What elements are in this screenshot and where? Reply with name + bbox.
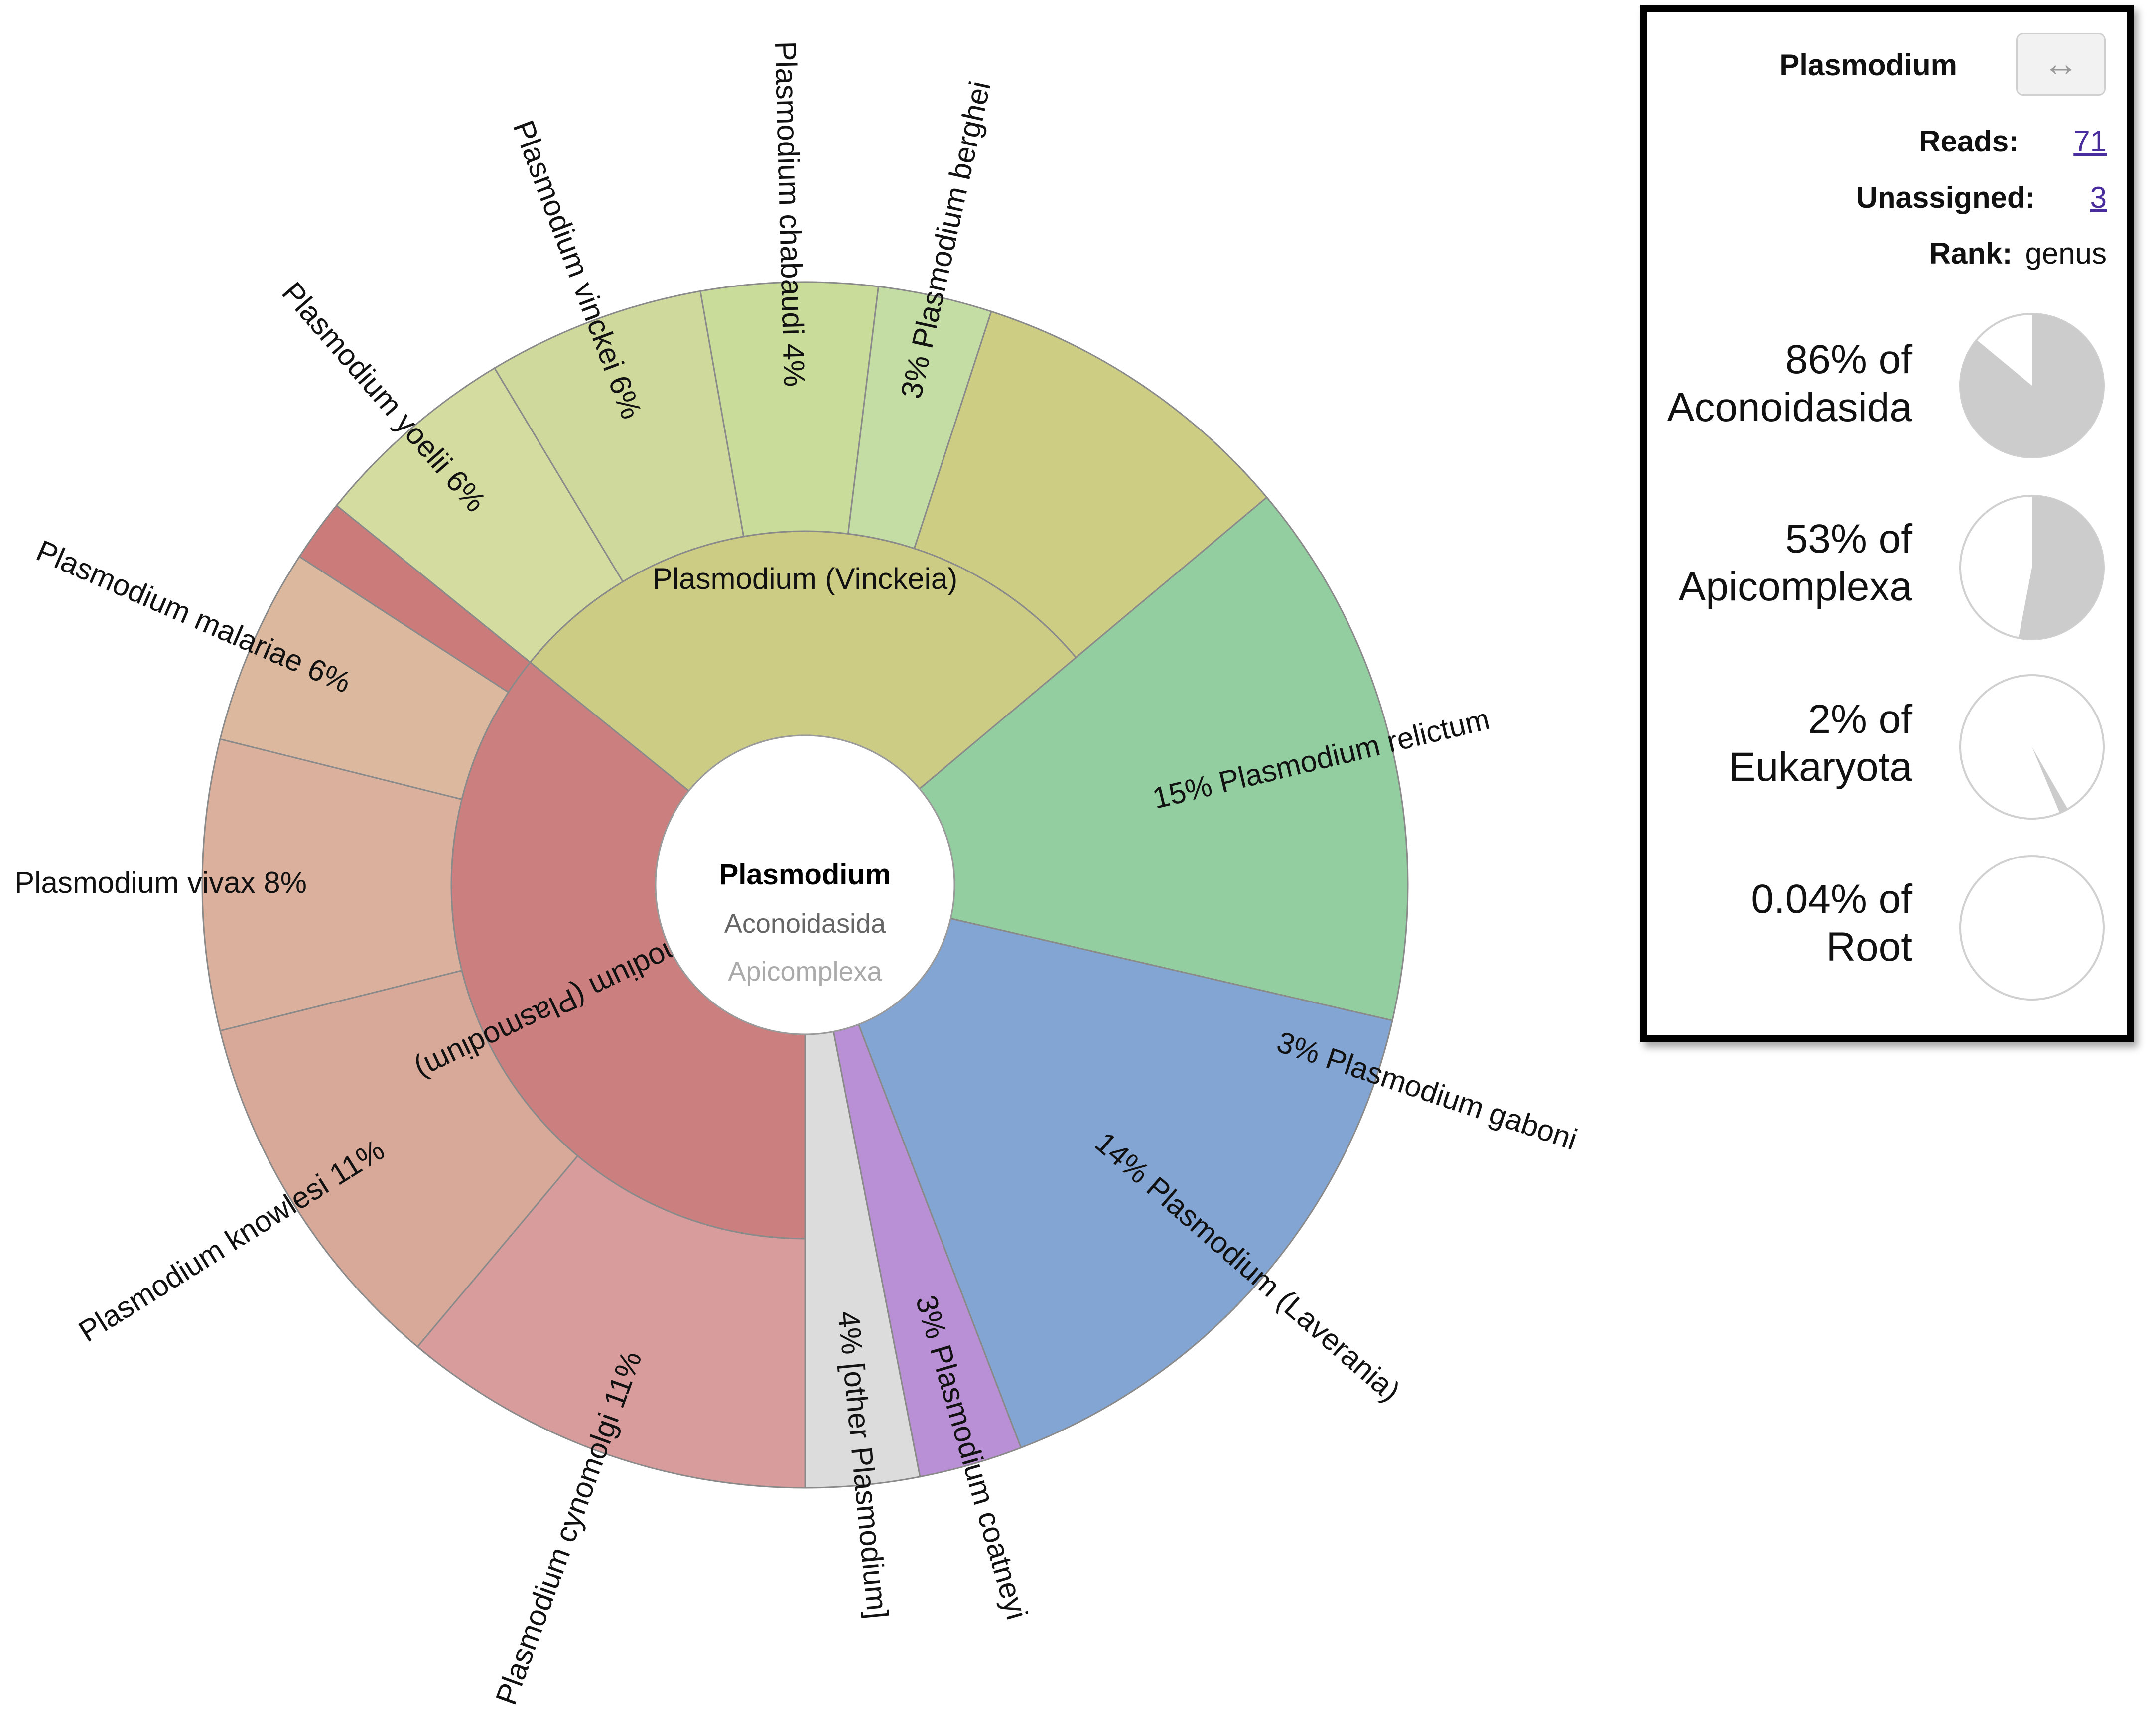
rank-row: Rank: genus [1929, 236, 2107, 271]
unassigned-row: Unassigned: 3 [1856, 180, 2107, 215]
reads-label: Reads: [1919, 125, 2019, 158]
mini-pie-background [1959, 855, 2105, 1001]
pie-apicomplexa-caption: 53% of Apicomplexa [1614, 515, 1912, 611]
pie-eukaryota-caption: 2% of Eukaryota [1614, 696, 1912, 791]
label-plasmodium-vivax: Plasmodium vivax 8% [14, 866, 307, 899]
center-taxon-name: Plasmodium [719, 858, 891, 891]
label-plasmodium-vinckeia: Plasmodium (Vinckeia) [653, 562, 957, 595]
sunburst-wedges [201, 281, 1409, 1489]
pie-apicomplexa[interactable] [1957, 493, 2107, 642]
pie-percent-text: 86% of [1785, 337, 1912, 382]
pie-taxon-link[interactable]: Apicomplexa [1678, 564, 1912, 609]
pie-eukaryota[interactable] [1957, 672, 2107, 822]
pie-percent-text: 2% of [1808, 697, 1912, 742]
pie-percent-text: 0.04% of [1751, 876, 1912, 922]
center-grandparent-taxon[interactable]: Apicomplexa [728, 957, 882, 987]
details-panel: Plasmodium ↔ Reads: 71 Unassigned: 3 Rank:… [1640, 5, 2134, 1042]
mini-pie-slice [1960, 314, 2104, 457]
unassigned-link[interactable]: 3 [2090, 181, 2107, 214]
mini-pie-slice [2019, 496, 2104, 639]
pie-percent-text: 53% of [1785, 516, 1912, 562]
pie-root-caption: 0.04% of Root [1614, 875, 1912, 971]
mini-pie-slice [2031, 747, 2068, 813]
center-circle[interactable] [655, 734, 955, 1035]
unassigned-label: Unassigned: [1856, 181, 2035, 214]
wedge-plasmodium-knowlesi[interactable] [219, 969, 579, 1348]
reads-row: Reads: 71 [1919, 124, 2107, 158]
pie-taxon-link[interactable]: Eukaryota [1728, 744, 1912, 790]
wedge-segment-378[interactable] [913, 310, 1268, 659]
pie-taxon-link[interactable]: Aconoidasida [1667, 385, 1912, 430]
expand-button[interactable]: ↔ [2016, 33, 2106, 96]
pie-root[interactable] [1957, 853, 2107, 1002]
reads-link[interactable]: 71 [2073, 125, 2107, 158]
rank-value: genus [2025, 237, 2107, 270]
pie-aconoidasida[interactable] [1957, 311, 2107, 460]
details-title: Plasmodium [1779, 48, 1957, 82]
pie-aconoidasida-caption: 86% of Aconoidasida [1614, 336, 1912, 431]
wedge-plasmodium-cynomolgi[interactable] [416, 1154, 806, 1489]
rank-label: Rank: [1929, 237, 2013, 270]
wedge-plasmodium-vivax[interactable] [201, 738, 463, 1032]
center-parent-taxon[interactable]: Aconoidasida [724, 909, 886, 939]
pie-taxon-link[interactable]: Root [1826, 924, 1912, 970]
